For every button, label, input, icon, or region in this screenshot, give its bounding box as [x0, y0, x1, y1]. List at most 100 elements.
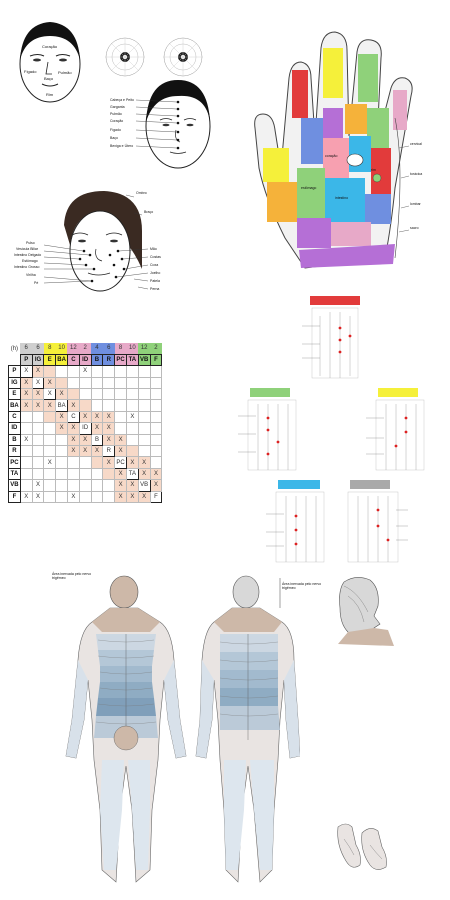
grid-cell	[66, 388, 80, 401]
face-bottom-left-2: Intestino Delgado	[14, 253, 42, 257]
face-right-label-2: Pulmão	[110, 112, 122, 116]
grid-cell	[149, 376, 163, 390]
grid-cell: X	[66, 422, 80, 435]
grid-cell	[137, 410, 151, 424]
grid-col-header-spacer	[9, 354, 21, 365]
grid-row-header: F	[8, 490, 21, 503]
head-profile-drawing	[279, 577, 394, 646]
grid-cell	[55, 444, 68, 458]
grid-cell	[78, 399, 92, 412]
grid-cell	[43, 490, 57, 503]
grid-cell: X	[90, 410, 104, 424]
grid-cell	[31, 410, 45, 424]
face-bottom-right-0: Ombro	[136, 191, 147, 195]
grid-cell: X	[102, 410, 116, 424]
feet-figure	[337, 823, 387, 870]
grid-cell	[43, 433, 57, 447]
grid-cell	[149, 410, 163, 424]
grid-cell	[19, 410, 33, 424]
meridian-chart-0-body	[302, 307, 359, 379]
meridian-chart-3-body	[266, 491, 325, 563]
grid-cell: X	[19, 399, 33, 412]
meridian-chart-3-header	[278, 480, 320, 489]
grid-hour-cell: 10	[126, 343, 139, 355]
grid-cell: X	[31, 376, 45, 390]
grid-cell: X	[102, 433, 116, 447]
meridian-chart-2	[366, 388, 432, 474]
grid-cell: X	[114, 433, 127, 447]
grid-cell	[55, 467, 68, 481]
face-bottom-right-6: Patela	[150, 279, 160, 283]
grid-col-header: TA	[125, 353, 139, 367]
grid-cell: X	[137, 490, 151, 503]
grid-cell	[102, 399, 116, 412]
grid-cell: X	[55, 422, 68, 435]
grid-cell	[125, 433, 139, 447]
grid-row-header: E	[8, 388, 21, 401]
dermatome-back-drawing	[65, 575, 187, 883]
grid-cell	[137, 433, 151, 447]
grid-cell: X	[125, 490, 139, 503]
grid-cell	[43, 479, 57, 492]
grid-cell: F	[149, 490, 163, 503]
grid-cell	[78, 479, 92, 492]
grid-cell	[149, 456, 163, 469]
face-right-drawing	[135, 80, 211, 169]
hand-label-cervical: cervical	[410, 142, 422, 146]
grid-cell	[149, 388, 163, 401]
grid-hour-cell: 12	[138, 343, 151, 355]
face-right-label-6: Bexiga e Útero	[110, 144, 134, 148]
grid-cell	[102, 467, 116, 481]
grid-cell	[66, 365, 80, 378]
face-bottom-left-0: Pulso	[26, 241, 35, 245]
grid-cell	[90, 376, 104, 390]
grid-cell	[102, 365, 116, 378]
grid-col-header: BA	[55, 353, 68, 367]
grid-col-header: ID	[78, 353, 92, 367]
grid-cell: B	[90, 433, 104, 447]
meridian-chart-4	[338, 480, 408, 566]
grid-cell	[137, 365, 151, 378]
grid-cell	[31, 444, 45, 458]
face-top-label-1: Fígado	[24, 69, 37, 74]
grid-cell	[102, 388, 116, 401]
dermatome-front-figure	[190, 570, 301, 890]
grid-row-header: PC	[8, 456, 21, 469]
face-diagram-right: Cabeça e Peito Garganta Pulmão Coração F…	[110, 70, 220, 180]
dermatome-front-drawing	[195, 575, 301, 883]
grid-cell: X	[125, 410, 139, 424]
hand-label-estomago: estômago	[301, 186, 317, 190]
grid-hour-cell: 6	[102, 343, 115, 355]
grid-cell	[43, 410, 57, 424]
grid-cell	[55, 490, 68, 503]
grid-cell: X	[43, 399, 57, 412]
face-bottom-right-7: Perna	[150, 287, 160, 291]
grid-cell	[114, 376, 127, 390]
grid-cell: X	[137, 467, 151, 481]
dermatome-note-right: Área inervada pelo nervo trigêmeo	[282, 582, 322, 590]
grid-cell	[149, 433, 163, 447]
grid-cell	[31, 433, 45, 447]
grid-cell	[114, 422, 127, 435]
hand-reflexology-map: cervical torácica lombar sacro coração e…	[245, 18, 445, 280]
grid-cell	[125, 422, 139, 435]
grid-row-header: C	[8, 410, 21, 424]
grid-row-header: ID	[8, 422, 21, 435]
grid-cell: X	[31, 479, 45, 492]
grid-cell	[125, 376, 139, 390]
grid-cell	[149, 365, 163, 378]
face-bottom-drawing	[43, 191, 149, 292]
meridian-chart-3	[266, 480, 332, 566]
grid-cell	[125, 444, 139, 458]
grid-cell	[114, 399, 127, 412]
grid-cell: X	[78, 433, 92, 447]
grid-col-header: IG	[31, 353, 45, 367]
grid-cell: X	[31, 365, 45, 378]
grid-cell	[78, 490, 92, 503]
